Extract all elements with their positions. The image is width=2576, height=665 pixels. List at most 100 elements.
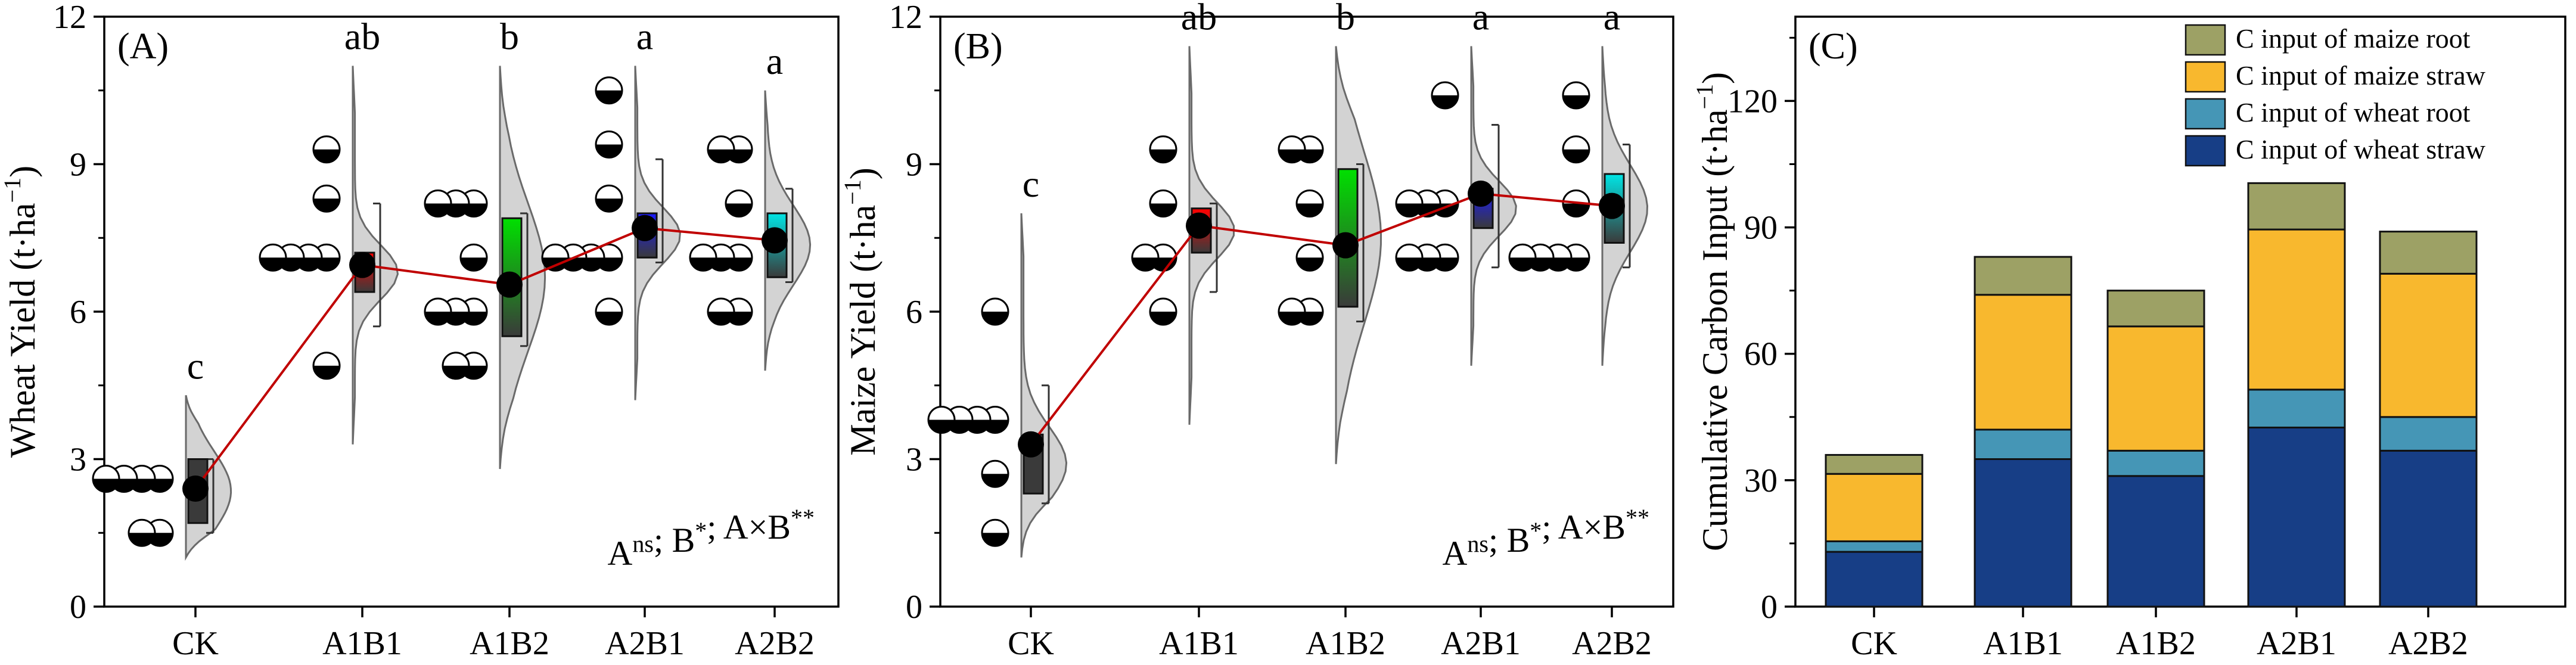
- data-point-fill: [690, 257, 716, 271]
- stat-annotation: Ans; B*; A×B**: [1443, 504, 1649, 573]
- data-point-fill: [596, 198, 622, 212]
- data-point: [595, 76, 623, 105]
- data-point-fill: [93, 478, 119, 492]
- legend-swatch: [2185, 24, 2226, 56]
- x-tick-label: A2B2: [1572, 625, 1652, 662]
- data-point: [92, 465, 120, 493]
- bar-segment: [2106, 475, 2205, 608]
- legend-label: C input of wheat root: [2236, 97, 2471, 128]
- bar-segment: [1825, 453, 1924, 475]
- data-point: [1278, 297, 1306, 326]
- data-point: [541, 243, 570, 272]
- y-tick-label: 0: [906, 589, 922, 626]
- data-point: [1295, 189, 1324, 217]
- y-tick-label: 9: [70, 147, 86, 184]
- y-tick-label: 12: [889, 0, 922, 36]
- significance-letter: a: [636, 15, 653, 58]
- mean-point: [762, 227, 788, 254]
- data-point-fill: [1396, 257, 1422, 271]
- data-point-fill: [425, 203, 451, 217]
- data-point: [981, 459, 1009, 488]
- data-point-fill: [1563, 149, 1589, 163]
- legend-swatch: [2185, 98, 2226, 130]
- data-point: [312, 135, 341, 164]
- data-point: [1431, 81, 1459, 110]
- bar-segment: [2379, 416, 2478, 452]
- y-axis-label: Cumulative Carbon Input (t·ha−1): [1691, 72, 1735, 551]
- mean-point: [1468, 181, 1494, 207]
- x-tick-label: A1B2: [470, 625, 549, 662]
- data-point-fill: [313, 149, 340, 163]
- bar-segment: [2247, 182, 2346, 231]
- data-point: [1562, 81, 1590, 110]
- bar-segment: [1825, 551, 1924, 608]
- data-point-fill: [1279, 312, 1305, 325]
- data-point-fill: [1279, 149, 1305, 163]
- y-tick-label: 3: [906, 442, 922, 478]
- y-tick-label: 6: [906, 294, 922, 331]
- data-point-fill: [313, 365, 340, 379]
- legend-swatch: [2185, 135, 2226, 167]
- significance-letter: b: [1336, 0, 1355, 38]
- data-point-fill: [1396, 203, 1422, 217]
- y-tick-label: 90: [1744, 210, 1778, 247]
- y-axis-label: Maize Yield (t·ha−1): [839, 167, 883, 455]
- data-point-fill: [1509, 257, 1536, 271]
- mean-point: [1332, 232, 1359, 259]
- density-cloud: [634, 66, 681, 400]
- bar-segment: [2247, 389, 2346, 428]
- stat-annotation: Ans; B*; A×B**: [608, 504, 815, 573]
- x-tick-label: A1B2: [2116, 625, 2196, 662]
- panel-label: (A): [117, 26, 169, 67]
- y-tick-label: 0: [70, 589, 86, 626]
- data-point-fill: [596, 90, 622, 104]
- density-cloud: [352, 66, 399, 445]
- x-tick-label: A2B2: [735, 625, 815, 662]
- data-point: [595, 184, 623, 213]
- data-point: [595, 297, 623, 326]
- significance-letter: ab: [1181, 0, 1217, 38]
- data-point: [1149, 297, 1177, 326]
- panel-label: (B): [953, 26, 1003, 67]
- data-point-fill: [1297, 203, 1323, 217]
- data-point-fill: [708, 149, 734, 163]
- data-point: [1562, 135, 1590, 164]
- legend-label: C input of wheat straw: [2236, 134, 2486, 164]
- x-tick-label: A2B1: [2257, 625, 2336, 662]
- x-tick-label: CK: [172, 625, 219, 662]
- data-point: [1149, 189, 1177, 217]
- mean-point: [1599, 192, 1625, 219]
- bar-segment: [2379, 449, 2478, 608]
- y-tick-label: 3: [70, 442, 86, 478]
- density-cloud: [1335, 46, 1382, 464]
- x-tick-label: CK: [1851, 625, 1897, 662]
- data-point-fill: [260, 257, 286, 271]
- data-point: [707, 297, 735, 326]
- mean-point: [1186, 212, 1212, 239]
- data-point-fill: [982, 474, 1008, 487]
- bar-segment: [2106, 449, 2205, 477]
- significance-letter: a: [766, 40, 783, 82]
- data-point-fill: [596, 312, 622, 325]
- significance-letter: a: [1472, 0, 1489, 38]
- y-tick-label: 30: [1744, 462, 1778, 499]
- panel-label: (C): [1809, 26, 1858, 67]
- data-point: [1295, 243, 1324, 272]
- x-tick-label: A2B2: [2388, 625, 2468, 662]
- data-point: [312, 184, 341, 213]
- bar-segment: [2379, 231, 2478, 275]
- y-tick-label: 0: [1761, 589, 1778, 626]
- y-tick-label: 6: [70, 294, 86, 331]
- mean-point: [182, 476, 209, 502]
- data-point-fill: [596, 144, 622, 158]
- data-point: [442, 352, 470, 380]
- y-axis-label: Wheat Yield (t·ha−1): [0, 166, 42, 458]
- y-tick-label: 120: [1727, 83, 1778, 120]
- bar-segment: [2106, 290, 2205, 328]
- significance-letter: b: [500, 15, 519, 58]
- legend-label: C input of maize straw: [2236, 60, 2486, 91]
- x-tick-label: A1B1: [1159, 625, 1239, 662]
- significance-letter: c: [1023, 163, 1039, 205]
- data-point: [1131, 243, 1160, 272]
- density-cloud: [764, 90, 812, 371]
